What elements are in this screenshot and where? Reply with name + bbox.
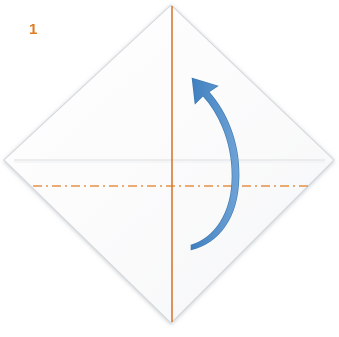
step-number: 1 (29, 21, 38, 38)
curved-fold-arrow-icon (190, 77, 240, 251)
paper-square (3, 4, 335, 324)
